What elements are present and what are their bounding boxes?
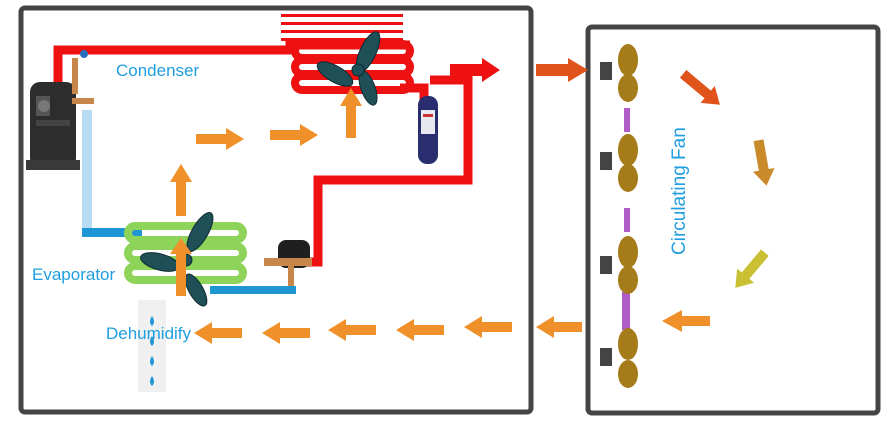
air-flow-arrows [170, 58, 710, 344]
condenser-fin [281, 30, 403, 33]
suction-line-light [82, 110, 92, 234]
suction-line-blue [82, 228, 142, 237]
circulating-fan-label: Circulating Fan [669, 127, 690, 255]
condenser-fin [281, 38, 403, 41]
return-arrow [536, 316, 582, 338]
circulating-fan-icon [600, 134, 638, 192]
return-arrow [396, 319, 444, 341]
expansion-valve-icon [264, 240, 312, 286]
compressor-icon [26, 82, 80, 170]
unit-frame [18, 5, 534, 415]
return-arrow [194, 322, 242, 344]
air-flow-arrow [170, 164, 192, 216]
air-flow-arrow [536, 58, 588, 82]
return-arrow [464, 316, 512, 338]
suction-pipe-copper [72, 98, 94, 104]
air-flow-arrow [340, 88, 362, 138]
circulation-arrow [752, 139, 775, 186]
evaporator-label: Evaporator [32, 265, 116, 284]
air-flow-arrow [196, 128, 244, 150]
evaporator-fan-icon [140, 212, 214, 307]
circulating-fan-icon [600, 44, 638, 102]
air-flow-arrow [450, 58, 500, 82]
air-flow-arrow [270, 124, 318, 146]
pressure-switch [80, 50, 88, 58]
dehumidify-label: Dehumidify [106, 324, 192, 343]
circulation-arrow [679, 70, 720, 105]
return-arrow [328, 319, 376, 341]
condenser-coil [291, 40, 414, 94]
fan-link [622, 108, 630, 330]
circulating-fan-icon [600, 236, 638, 294]
condenser-top-fins [281, 14, 403, 17]
circulation-arrow [735, 249, 769, 288]
condenser-fan-icon [316, 31, 381, 106]
liquid-line-blue [210, 286, 296, 294]
circulation-arrows [679, 70, 775, 288]
condenser-label: Condenser [116, 61, 200, 80]
water-drop-icon [138, 300, 166, 392]
room-frame [585, 24, 881, 416]
return-arrow [662, 310, 710, 332]
circulating-fan-icon [600, 328, 638, 388]
suction-pipe-copper [72, 58, 78, 94]
condenser-fin [281, 22, 403, 25]
return-arrow [262, 322, 310, 344]
receiver-tank-icon [418, 96, 438, 164]
air-flow-arrow [170, 238, 192, 296]
